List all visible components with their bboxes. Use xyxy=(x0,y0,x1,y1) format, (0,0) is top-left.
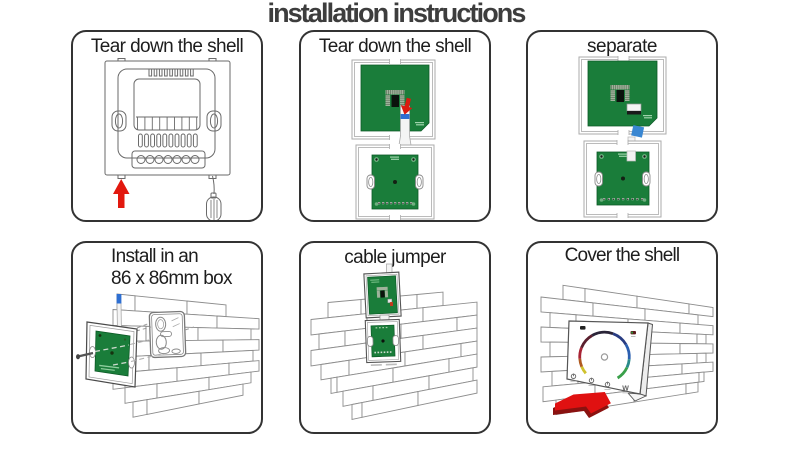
svg-text:W: W xyxy=(622,385,629,392)
